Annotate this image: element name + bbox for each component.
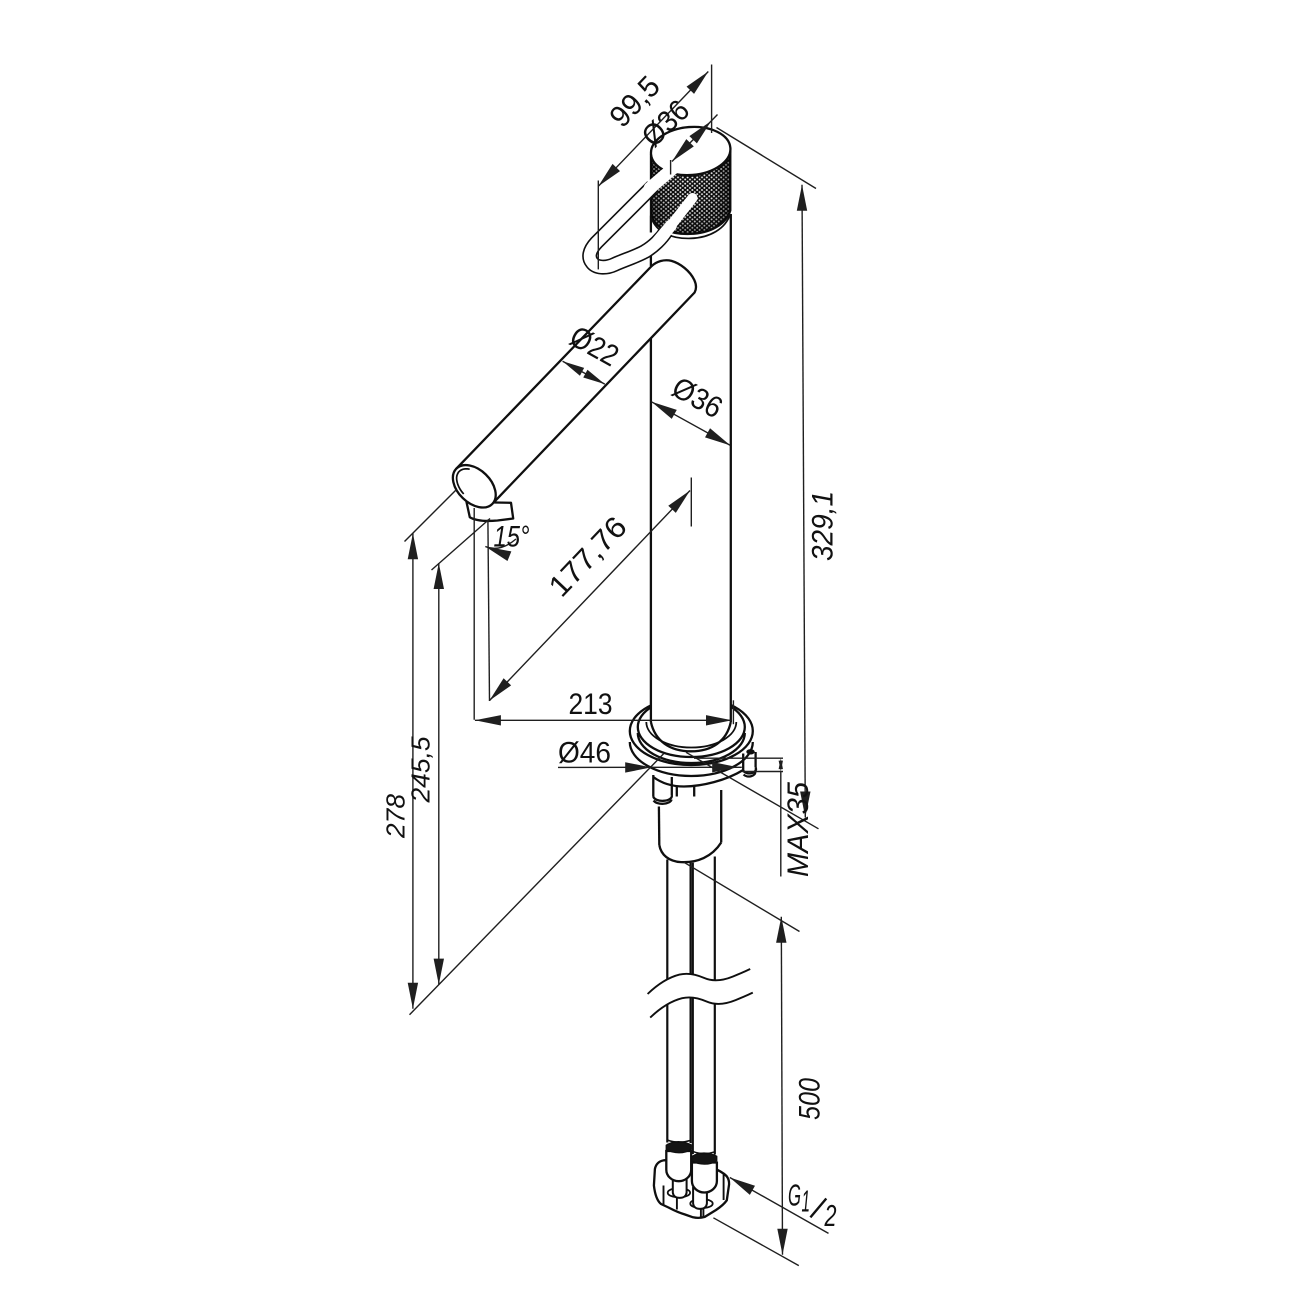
svg-text:278: 278 <box>381 793 411 839</box>
svg-text:500: 500 <box>794 1078 827 1120</box>
svg-text:245,5: 245,5 <box>406 736 436 804</box>
svg-text:213: 213 <box>569 688 613 721</box>
svg-text:15°: 15° <box>494 521 530 554</box>
svg-text:2: 2 <box>824 1198 837 1233</box>
svg-text:MAX35: MAX35 <box>782 782 815 877</box>
svg-text:329,1: 329,1 <box>807 491 840 561</box>
svg-text:1: 1 <box>802 1184 811 1219</box>
svg-text:Ø46: Ø46 <box>558 737 611 770</box>
svg-text:G: G <box>788 1178 801 1213</box>
